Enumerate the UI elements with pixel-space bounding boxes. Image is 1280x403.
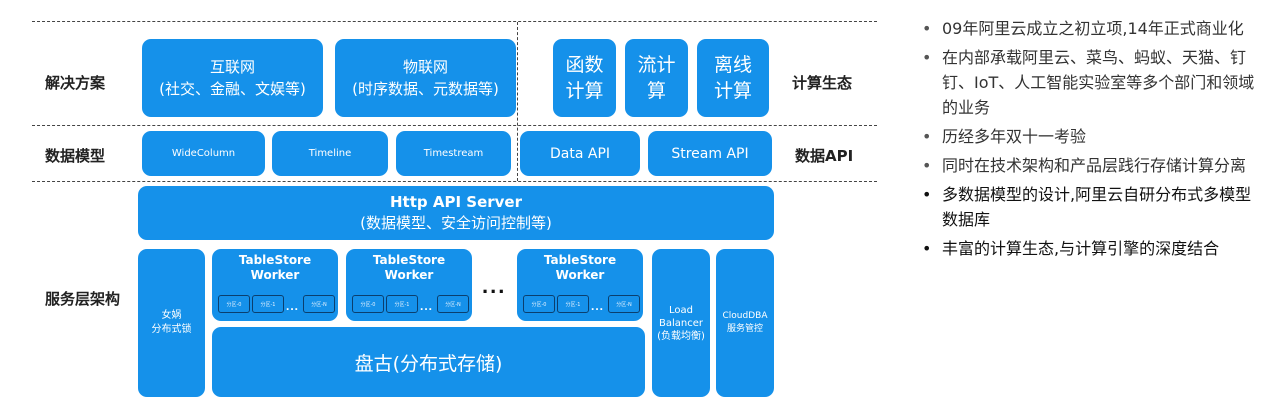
internet-subtitle: (社交、金融、文娱等) <box>159 80 306 98</box>
shard-ellipsis: ... <box>420 299 434 313</box>
separator-mid <box>32 125 877 126</box>
timeline-box: Timeline <box>272 131 388 176</box>
shard-n: 分区-N <box>303 295 335 313</box>
widecolumn-label: WideColumn <box>171 148 236 159</box>
row-label-compute-ecosystem: 计算生态 <box>792 74 853 92</box>
function-compute-box: 函数 计算 <box>553 39 616 117</box>
shard-0: 分区-0 <box>218 295 250 313</box>
worker-1-line1: TableStore <box>238 253 312 267</box>
stream-compute-box: 流计 算 <box>625 39 688 117</box>
shard-n: 分区-N <box>437 295 469 313</box>
pangu-storage-label: 盘古(分布式存储) <box>354 352 503 375</box>
http-api-server-title: Http API Server <box>390 193 522 211</box>
row-label-solutions: 解决方案 <box>45 74 106 92</box>
timeline-label: Timeline <box>308 148 352 159</box>
stream-compute-line1: 流计 <box>637 54 676 76</box>
worker-3-line2: Worker <box>555 268 605 282</box>
iot-box: 物联网 (时序数据、元数据等) <box>335 39 516 117</box>
stream-compute-line2: 算 <box>646 80 666 102</box>
internet-title: 互联网 <box>209 58 255 76</box>
shard-1: 分区-1 <box>557 295 589 313</box>
worker-2-line1: TableStore <box>372 253 446 267</box>
http-api-server-subtitle: (数据模型、安全访问控制等) <box>360 214 552 232</box>
row-label-data-model: 数据模型 <box>45 147 106 165</box>
separator-top <box>32 21 877 22</box>
shard-ellipsis: ... <box>286 299 300 313</box>
load-balancer-line1: Load <box>669 304 693 316</box>
shard-0: 分区-0 <box>523 295 555 313</box>
clouddba-line2: 服务管控 <box>726 324 763 334</box>
timestream-box: Timestream <box>396 131 511 176</box>
offline-compute-box: 离线 计算 <box>697 39 769 117</box>
function-compute-line2: 计算 <box>565 80 604 102</box>
iot-subtitle: (时序数据、元数据等) <box>352 80 499 98</box>
clouddba-line1: CloudDBA <box>722 311 768 321</box>
nuwa-lock-line2: 分布式锁 <box>151 324 192 335</box>
shard-0: 分区-0 <box>352 295 384 313</box>
row-label-data-api: 数据API <box>795 147 854 165</box>
data-api-label: Data API <box>549 145 611 162</box>
iot-title: 物联网 <box>402 58 448 76</box>
timestream-label: Timestream <box>423 148 484 159</box>
clouddba-box: CloudDBA 服务管控 <box>716 249 774 397</box>
list-item: 09年阿里云成立之初立项,14年正式商业化 <box>918 16 1263 41</box>
workers-ellipsis: ... <box>482 273 507 298</box>
shard-1: 分区-1 <box>252 295 284 313</box>
list-item: 丰富的计算生态,与计算引擎的深度结合 <box>918 236 1263 261</box>
list-item: 历经多年双十一考验 <box>918 124 1263 149</box>
load-balancer-box: Load Balancer (负载均衡) <box>652 249 710 397</box>
function-compute-line1: 函数 <box>565 54 604 76</box>
internet-box: 互联网 (社交、金融、文娱等) <box>142 39 323 117</box>
shard-n: 分区-N <box>608 295 640 313</box>
shard-ellipsis: ... <box>591 299 605 313</box>
load-balancer-line2: Balancer <box>659 317 703 329</box>
data-api-box: Data API <box>520 131 640 176</box>
nuwa-lock-box: 女娲 分布式锁 <box>138 249 205 397</box>
list-item: 同时在技术架构和产品层践行存储计算分离 <box>918 153 1263 178</box>
stream-api-label: Stream API <box>671 145 749 162</box>
offline-compute-line1: 离线 <box>713 54 752 76</box>
list-item: 在内部承载阿里云、菜鸟、蚂蚁、天猫、钉钉、IoT、人工智能实验室等多个部门和领域… <box>918 45 1263 120</box>
http-api-server-box: Http API Server (数据模型、安全访问控制等) <box>138 186 774 240</box>
load-balancer-line3: (负载均衡) <box>657 330 705 342</box>
list-item: 多数据模型的设计,阿里云自研分布式多模型数据库 <box>918 182 1263 232</box>
worker-3-line1: TableStore <box>543 253 617 267</box>
offline-compute-line2: 计算 <box>713 80 752 102</box>
separator-vertical <box>517 22 518 181</box>
separator-lower <box>32 181 877 182</box>
stream-api-box: Stream API <box>648 131 772 176</box>
pangu-storage-box: 盘古(分布式存储) <box>212 327 645 397</box>
widecolumn-box: WideColumn <box>142 131 265 176</box>
nuwa-lock-line1: 女娲 <box>161 310 182 321</box>
shard-1: 分区-1 <box>386 295 418 313</box>
feature-bullet-list: 09年阿里云成立之初立项,14年正式商业化 在内部承载阿里云、菜鸟、蚂蚁、天猫、… <box>918 16 1263 265</box>
row-label-service-layer: 服务层架构 <box>45 290 121 308</box>
worker-2-line2: Worker <box>384 268 434 282</box>
worker-1-line2: Worker <box>250 268 300 282</box>
